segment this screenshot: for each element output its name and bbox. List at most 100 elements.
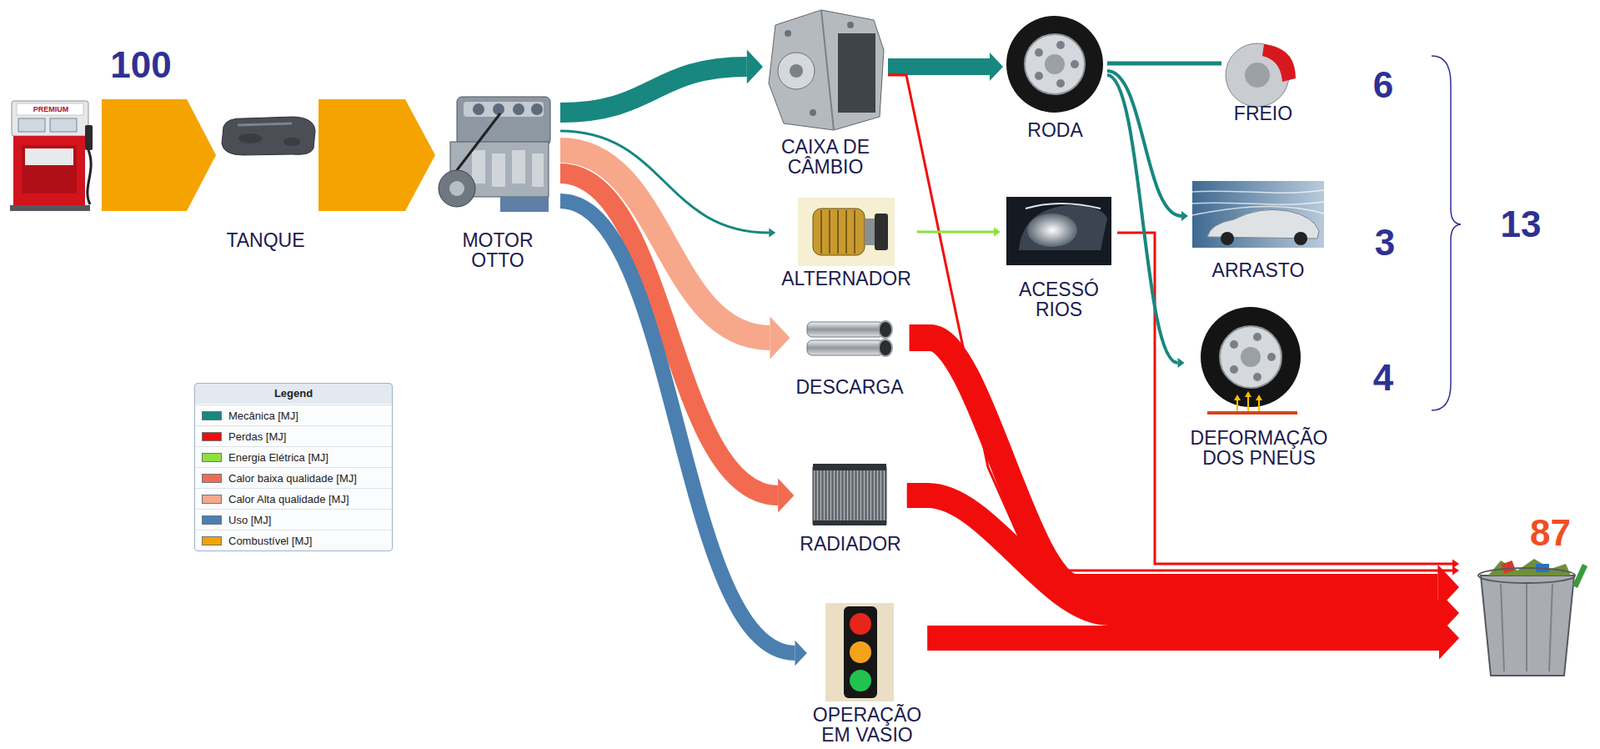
legend-swatch: [201, 536, 222, 546]
flow-arrowhead: [1181, 210, 1189, 221]
flow-band: [560, 200, 795, 653]
alternator-icon: [874, 213, 888, 251]
legend-row: Energia Elétrica [MJ]: [195, 446, 392, 468]
flow-band: [927, 625, 1440, 651]
flow-connector: [927, 616, 1460, 660]
sum-brace: [1431, 55, 1461, 411]
gearbox-icon: [837, 33, 876, 113]
tyre-deformation-icon: [1207, 411, 1298, 415]
radiator-icon: [812, 466, 887, 524]
wheel-icon: [1006, 15, 1104, 113]
brake-icon: [1262, 44, 1296, 82]
trash-can-icon: [1488, 558, 1571, 576]
wheel-icon: [1034, 48, 1044, 57]
engine-icon: [438, 170, 476, 207]
traffic-light-icon: [849, 641, 872, 663]
engine-icon: [463, 101, 544, 117]
component-node: MOTOR OTTO: [435, 83, 561, 272]
component-node: FREIO: [1221, 35, 1305, 126]
gearbox-icon: [768, 10, 884, 131]
flow-band: [887, 58, 990, 76]
legend-text: Energia Elétrica [MJ]: [228, 451, 329, 464]
brake-icon: [1244, 62, 1270, 88]
fuel-pump-icon: [21, 145, 77, 194]
tyre-deformation-icon: [1253, 372, 1262, 382]
flow-connector: [1107, 63, 1222, 65]
flow-band: [560, 66, 748, 113]
traffic-light-icon: [825, 602, 894, 702]
energy-total: 13: [1500, 205, 1542, 243]
traffic-light-icon: [849, 669, 872, 692]
gearbox-icon: [847, 21, 854, 29]
radiator-icon: [812, 520, 887, 526]
energy-value: 3: [1374, 224, 1395, 261]
flow-band: [1107, 70, 1182, 216]
tyre-deformation-icon: [1219, 326, 1282, 388]
flow-band: [1117, 232, 1453, 564]
tyre-deformation-icon: [1233, 391, 1263, 401]
legend-text: Uso [MJ]: [228, 513, 271, 527]
flow-band: [318, 99, 436, 211]
fuel-tank-icon: [283, 137, 301, 146]
exhaust-icon: [807, 340, 884, 356]
fuel-pump-icon: [10, 205, 91, 211]
component-label: MOTOR OTTO: [456, 230, 540, 271]
flow-arrowhead: [794, 640, 807, 667]
alternator-icon: [821, 210, 855, 254]
flow-arrowhead: [777, 478, 794, 513]
engine-icon: [491, 153, 506, 187]
flow-connector: [1107, 70, 1189, 221]
flow-connector: [887, 52, 1004, 81]
wheel-icon: [1070, 60, 1079, 69]
flow-band: [907, 495, 1440, 613]
component-label: DEFORMAÇÃO DOS PNEUS: [1189, 427, 1330, 468]
drag-icon: [1192, 180, 1325, 248]
tyre-deformation-icon: [1267, 352, 1276, 362]
flow-connector: [1107, 75, 1185, 368]
legend-swatch: [201, 494, 222, 504]
flow-connector: [1117, 232, 1460, 569]
tyre-deformation-icon: [1237, 395, 1259, 412]
component-label: RODA: [1027, 120, 1083, 141]
legend-row: Calor baixa qualidade [MJ]: [195, 466, 392, 489]
component-node: OPERAÇÃO EM VASIO: [807, 596, 928, 747]
engine-icon: [449, 180, 465, 196]
component-node: DEFORMAÇÃO DOS PNEUS: [1184, 301, 1335, 470]
fuel-pump-icon: [87, 150, 91, 205]
fuel-pump-icon: [16, 103, 84, 116]
fuel-pump-icon: [18, 118, 46, 132]
engine-icon: [438, 96, 551, 212]
exhaust-icon: [878, 339, 893, 357]
legend-row: Perdas [MJ]: [195, 425, 392, 447]
flow-arrowhead: [989, 52, 1004, 81]
headlight-icon: [1018, 205, 1108, 251]
headlight-icon: [1025, 203, 1101, 209]
alternator-icon: [864, 218, 875, 246]
legend-text: Calor baixa qualidade [MJ]: [228, 471, 357, 485]
component-label: RADIADOR: [799, 533, 901, 554]
fuel-tank-icon: [221, 116, 316, 156]
legend-row: Combustível [MJ]: [195, 529, 392, 552]
headlight-icon: [1027, 213, 1078, 247]
headlight-icon: [1006, 196, 1112, 266]
flow-connector: [907, 495, 1460, 635]
headlight-icon: [1006, 196, 1112, 266]
legend-swatch: [201, 515, 222, 525]
exhaust-icon: [807, 321, 893, 357]
fuel-pump-icon: [10, 100, 93, 211]
component-label: ALTERNADOR: [781, 268, 912, 289]
alternator-icon: [797, 197, 895, 266]
flow-band: [887, 75, 1453, 571]
alternator-icon: [812, 208, 865, 256]
traffic-light-icon: [849, 612, 872, 635]
legend-swatch: [201, 452, 222, 462]
tyre-deformation-icon: [1253, 332, 1262, 342]
legend-swatch: [201, 473, 222, 483]
brake-icon: [1225, 43, 1296, 107]
legend-text: Mecânica [MJ]: [228, 409, 299, 422]
legend-box: Mecânica [MJ] Perdas [MJ] Energia Elétrica…: [194, 382, 393, 552]
wheel-icon: [1044, 54, 1065, 75]
component-node: RODA: [1003, 12, 1108, 142]
exhaust-icon: [878, 321, 893, 338]
